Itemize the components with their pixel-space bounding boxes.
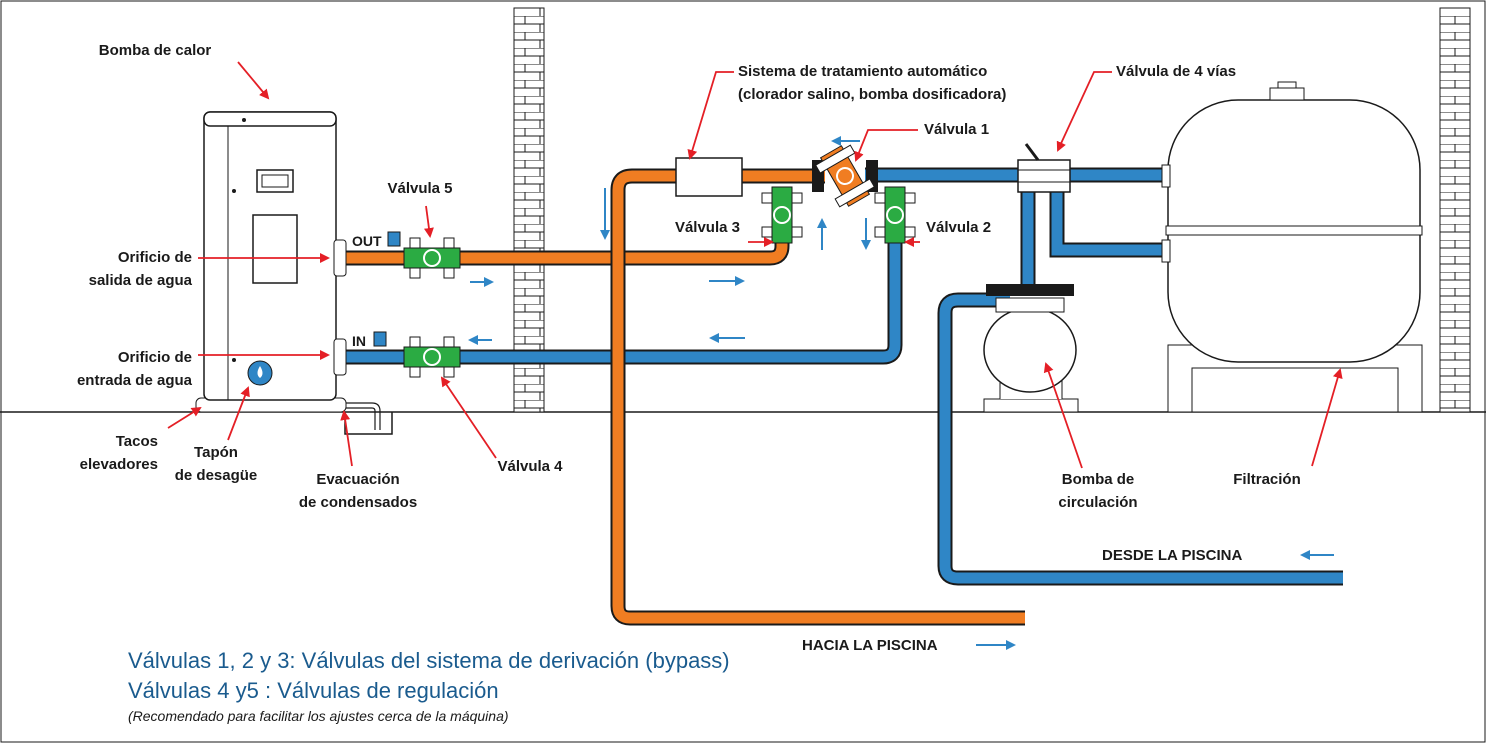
label-condensate-1: Evacuación	[316, 471, 399, 488]
label-valve-5: Válvula 5	[387, 180, 452, 197]
label-drain-1: Tapón	[194, 444, 238, 461]
out-port-icon	[387, 231, 401, 247]
note-regulation-valves: Válvulas 4 y5 : Válvulas de regulación	[128, 678, 499, 703]
heat-pump	[195, 111, 347, 413]
label-inlet-1: Orificio de	[118, 349, 192, 366]
callout-arrows	[167, 61, 1343, 469]
label-circ-pump-1: Bomba de	[1062, 471, 1135, 488]
condensate-hose	[340, 402, 381, 430]
label-to-pool: HACIA LA PISCINA	[802, 637, 938, 654]
label-circ-pump-2: circulación	[1058, 494, 1137, 511]
brick-wall-left	[513, 7, 545, 413]
label-from-pool: DESDE LA PISCINA	[1102, 547, 1242, 564]
in-port-icon	[373, 331, 387, 347]
label-treatment-2: (clorador salino, bomba dosificadora)	[738, 86, 1006, 103]
label-outlet-2: salida de agua	[89, 272, 193, 289]
label-heat-pump: Bomba de calor	[99, 42, 212, 59]
label-treatment-1: Sistema de tratamiento automático	[738, 63, 987, 80]
valve-2[interactable]	[874, 186, 916, 244]
port-in-label: IN	[352, 333, 366, 349]
label-valve-1: Válvula 1	[924, 121, 989, 138]
four-way-valve[interactable]	[1017, 143, 1071, 193]
note-bypass-valves: Válvulas 1, 2 y 3: Válvulas del sistema …	[128, 648, 730, 673]
label-inlet-2: entrada de agua	[77, 372, 193, 389]
valve-3[interactable]	[761, 186, 803, 244]
valve-5[interactable]	[403, 237, 461, 279]
filter-tank	[1161, 81, 1423, 413]
valve-1[interactable]	[812, 142, 878, 210]
valve-4[interactable]	[403, 336, 461, 378]
label-feet-1: Tacos	[116, 433, 158, 450]
note-recommendation: (Recomendado para facilitar los ajustes …	[128, 708, 509, 724]
label-condensate-2: de condensados	[299, 494, 417, 511]
label-drain-2: de desagüe	[175, 467, 258, 484]
flow-arrows	[468, 136, 1334, 650]
label-valve-2: Válvula 2	[926, 219, 991, 236]
drain-plug-badge	[247, 360, 273, 386]
treatment-system-box	[675, 157, 743, 197]
label-four-way-valve: Válvula de 4 vías	[1116, 63, 1236, 80]
cold-pipes	[345, 167, 1343, 586]
brick-wall-right	[1439, 7, 1471, 413]
label-outlet-1: Orificio de	[118, 249, 192, 266]
port-out-label: OUT	[352, 233, 382, 249]
label-feet-2: elevadores	[80, 456, 158, 473]
label-valve-3: Válvula 3	[675, 219, 740, 236]
label-valve-4: Válvula 4	[497, 458, 563, 475]
circulation-pump	[983, 284, 1079, 413]
condensate-trench	[344, 412, 393, 435]
label-filtration: Filtración	[1233, 471, 1301, 488]
